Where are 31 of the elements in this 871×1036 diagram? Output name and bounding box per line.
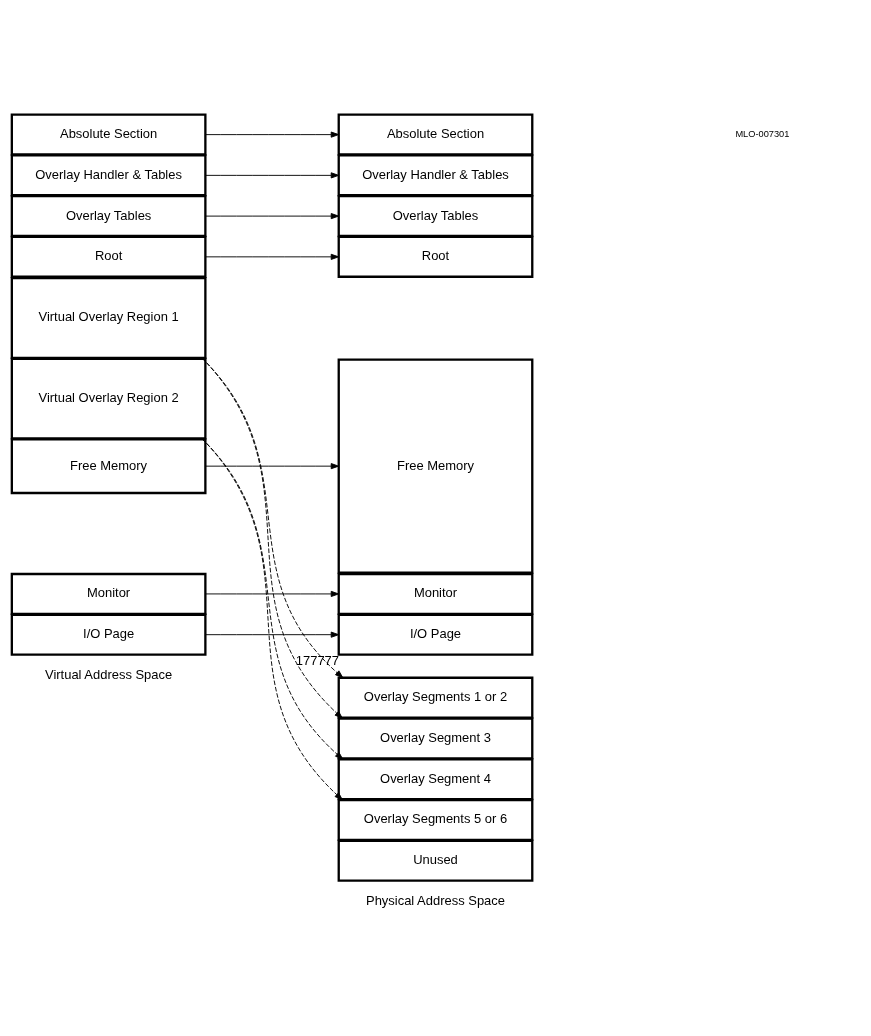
node-box: Root bbox=[10, 235, 207, 278]
node-box: Absolute Section bbox=[337, 113, 534, 156]
node-box: I/O Page bbox=[337, 613, 534, 656]
label: Physical Address Space bbox=[366, 892, 505, 908]
node-box: Overlay Tables bbox=[337, 195, 534, 238]
arrow bbox=[205, 590, 340, 597]
node-box: Monitor bbox=[337, 572, 534, 615]
arrow bbox=[205, 253, 340, 260]
node-box: Monitor bbox=[10, 572, 207, 615]
node-box: Absolute Section bbox=[10, 113, 207, 156]
arrow bbox=[205, 463, 340, 470]
label: Virtual Address Space bbox=[44, 666, 173, 682]
node-label: 177777 bbox=[295, 652, 340, 668]
node-box: Virtual Overlay Region 1 bbox=[10, 277, 207, 359]
node-box: Overlay Handler & Tables bbox=[10, 154, 207, 197]
label: MLO-007301 bbox=[735, 128, 790, 139]
node-box: Overlay Tables bbox=[10, 195, 207, 238]
node-box: Root bbox=[337, 235, 534, 278]
arrow bbox=[205, 631, 340, 638]
node-box: Virtual Overlay Region 2 bbox=[10, 357, 207, 440]
node-box: Overlay Segments 1 or 2 bbox=[337, 676, 534, 719]
arrow bbox=[205, 213, 340, 220]
arrow bbox=[205, 172, 340, 179]
node-box: Free Memory bbox=[337, 358, 534, 574]
node-box: I/O Page bbox=[10, 613, 207, 656]
arrow bbox=[205, 131, 340, 138]
node-box: Overlay Handler & Tables bbox=[337, 154, 534, 197]
node-box: Overlay Segments 5 or 6 bbox=[337, 798, 534, 841]
node-box: Free Memory bbox=[10, 438, 207, 495]
node-box: Overlay Segment 4 bbox=[337, 758, 534, 801]
node-box: Unused bbox=[337, 839, 534, 882]
